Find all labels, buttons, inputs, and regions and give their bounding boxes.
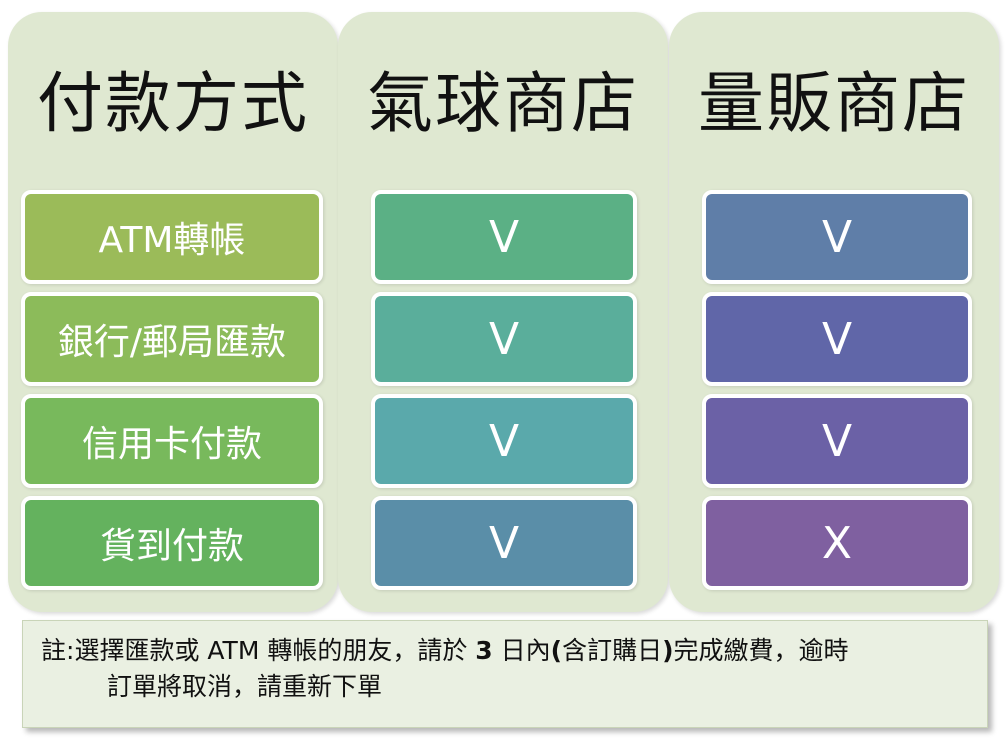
note-line-2: 訂單將取消，請重新下單: [107, 672, 383, 701]
column-mass-retail-shop: 量販商店 V V V X: [669, 12, 999, 612]
column-header-balloon-shop: 氣球商店: [367, 65, 639, 142]
note-text-part1: 選擇匯款或 ATM 轉帳的朋友，請於: [74, 636, 476, 665]
column-header-mass-retail-shop: 量販商店: [698, 65, 970, 142]
retail-shop-remittance-mark: V: [702, 292, 972, 386]
balloon-shop-remittance-mark: V: [371, 292, 637, 386]
note-close-paren: ): [662, 636, 674, 665]
note-text-part2: 日內: [492, 636, 551, 665]
note-open-paren: (: [550, 636, 563, 665]
cell-bank-remittance: 銀行/郵局匯款: [21, 292, 323, 386]
retail-shop-atm-mark: V: [702, 190, 972, 284]
balloon-shop-atm-mark: V: [371, 190, 637, 284]
balloon-shop-credit-card-mark: V: [371, 394, 637, 488]
cell-cash-on-delivery: 貨到付款: [21, 496, 323, 590]
column-payment-method: 付款方式 ATM轉帳 銀行/郵局匯款 信用卡付款 貨到付款: [8, 12, 338, 612]
balloon-shop-cod-mark: V: [371, 496, 637, 590]
cell-atm-transfer: ATM轉帳: [21, 190, 323, 284]
note-line-1: 註:選擇匯款或 ATM 轉帳的朋友，請於 3 日內(含訂購日)完成繳費，逾時: [41, 633, 967, 669]
cell-credit-card: 信用卡付款: [21, 394, 323, 488]
note-text-part3: 含訂購日: [562, 636, 663, 665]
note-days-count: 3: [475, 636, 493, 665]
column-balloon-shop: 氣球商店 V V V V: [338, 12, 668, 612]
retail-shop-credit-card-mark: V: [702, 394, 972, 488]
retail-shop-cod-mark: X: [702, 496, 972, 590]
payment-note: 註:選擇匯款或 ATM 轉帳的朋友，請於 3 日內(含訂購日)完成繳費，逾時 訂…: [22, 620, 988, 728]
note-prefix: 註:: [41, 636, 75, 665]
note-text-part4: 完成繳費，逾時: [673, 636, 849, 665]
column-header-payment-method: 付款方式: [37, 65, 309, 142]
